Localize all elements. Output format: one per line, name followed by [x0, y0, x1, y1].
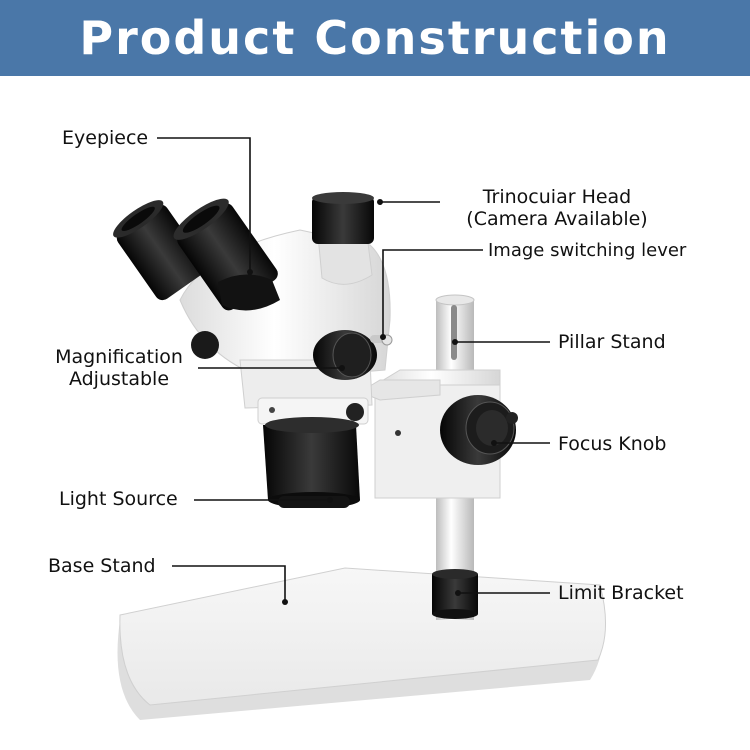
focus-knob: [440, 395, 518, 465]
leader-dots: [247, 199, 497, 605]
label-trinocular-line2: (Camera Available): [466, 208, 648, 230]
objective-lens: [263, 417, 360, 508]
base-stand: [117, 567, 607, 720]
label-pillar-stand: Pillar Stand: [558, 331, 666, 353]
label-base-stand: Base Stand: [48, 555, 156, 577]
eyepiece-left: [113, 200, 207, 301]
label-eyepiece: Eyepiece: [62, 127, 149, 149]
label-light-source: Light Source: [59, 488, 178, 510]
trinocular-tube: [312, 192, 374, 285]
label-focus-knob: Focus Knob: [558, 433, 667, 455]
label-magnification-line2: Adjustable: [68, 368, 170, 390]
header-banner: Product Construction: [0, 0, 750, 76]
label-image-switching-lever: Image switching lever: [488, 240, 687, 261]
limit-bracket: [432, 569, 478, 619]
label-magnification: Magnification Adjustable: [46, 346, 192, 390]
label-limit-bracket: Limit Bracket: [558, 582, 684, 604]
label-trinocular-head: Trinocuiar Head (Camera Available): [452, 186, 662, 230]
label-trinocular-line1: Trinocuiar Head: [482, 186, 632, 208]
label-magnification-line1: Magnification: [55, 346, 183, 368]
leader-lines: [157, 137, 550, 602]
page-title: Product Construction: [79, 11, 671, 65]
eyepiece-right: [173, 198, 280, 311]
